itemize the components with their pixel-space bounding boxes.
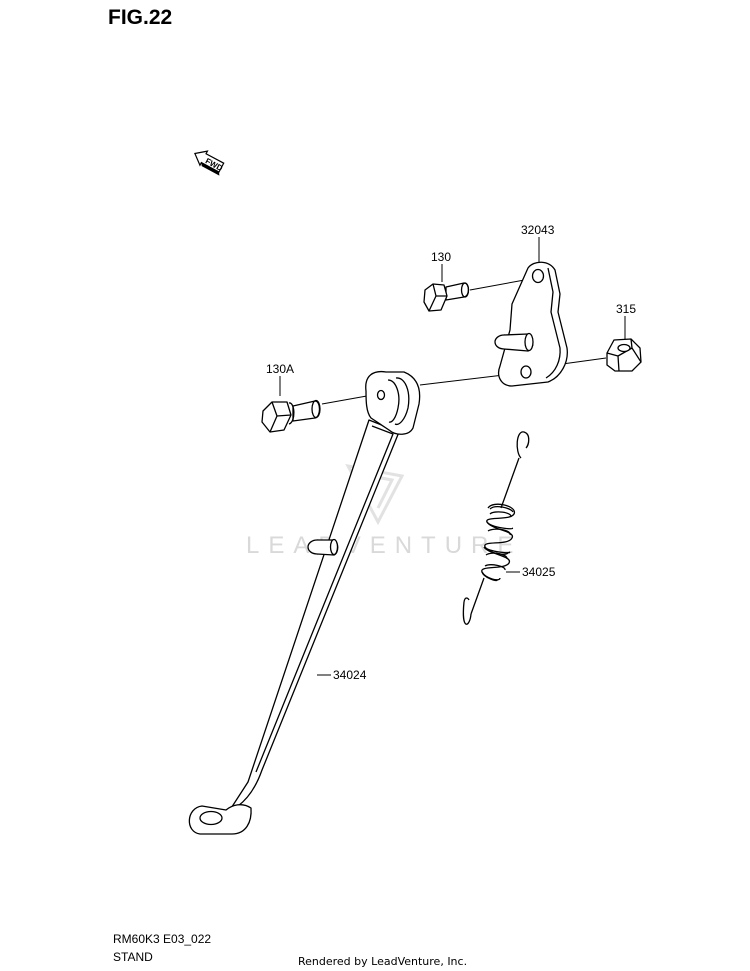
- leader-lines: [279, 237, 626, 676]
- model-code: RM60K3 E03_022: [113, 932, 212, 946]
- nut-315: [606, 338, 642, 372]
- watermark-text: LEADVENTURE: [246, 532, 522, 559]
- watermark: LEADVENTURE: [246, 463, 522, 559]
- bolt-130: [423, 282, 470, 312]
- bolt-130a: [261, 399, 321, 433]
- rendered-by-note: Rendered by LeadVenture, Inc.: [298, 955, 468, 968]
- callout-315: 315: [616, 302, 636, 316]
- figure-title: FIG.22: [108, 6, 173, 29]
- callout-130: 130: [431, 250, 451, 264]
- callout-34024: 34024: [333, 668, 367, 682]
- callout-34025: 34025: [522, 565, 556, 579]
- bracket-32043: [494, 261, 568, 387]
- callout-32043: 32043: [521, 223, 555, 237]
- side-stand-34024: [188, 370, 421, 835]
- spring-34025: [462, 431, 530, 625]
- fwd-arrow-icon: FWD: [194, 150, 225, 176]
- spring-coils: [481, 503, 515, 582]
- section-name: STAND: [113, 950, 153, 964]
- callout-130a: 130A: [266, 362, 294, 376]
